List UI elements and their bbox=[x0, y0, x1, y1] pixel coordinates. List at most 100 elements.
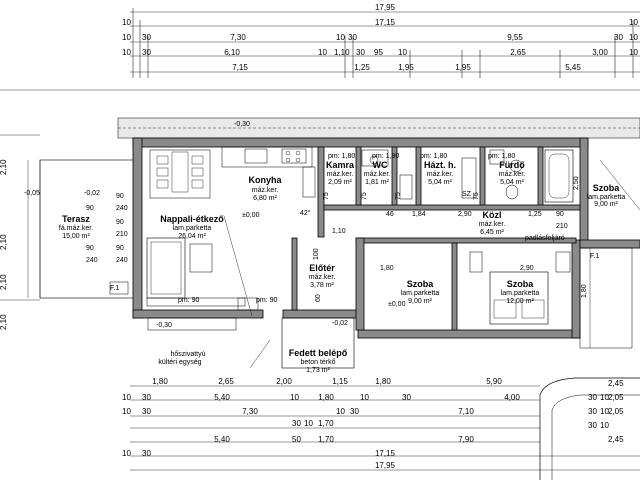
room-name: Nappali-étkező bbox=[160, 214, 224, 224]
dim-text: 2,10 bbox=[0, 274, 8, 290]
room-area: 2,09 m² bbox=[328, 179, 352, 186]
dim-text: 4,00 bbox=[504, 393, 520, 402]
dim-total-top: 17,95 bbox=[375, 3, 396, 12]
room-name: WC bbox=[373, 160, 388, 170]
dim-text: 1,80 bbox=[380, 265, 394, 272]
dim-text: 10 bbox=[290, 393, 299, 402]
dim-text: 1,15 bbox=[332, 377, 348, 386]
dim-text: 210 bbox=[556, 223, 568, 230]
annotations: ±0,00 -0,05 -0,02 ±0,00 -0,30 -0,30 -0,0… bbox=[24, 121, 599, 366]
dim-text: 10 bbox=[122, 407, 131, 416]
dim-text: 7,15 bbox=[232, 63, 248, 72]
entry-area bbox=[147, 159, 640, 369]
dim-text: 2,10 bbox=[0, 159, 8, 175]
dim-text: 30 bbox=[350, 407, 359, 416]
dim-text: 3,00 bbox=[592, 48, 608, 57]
dim-text: 30 bbox=[142, 48, 151, 57]
dim-text: 90 bbox=[86, 245, 94, 252]
dim-text: 10 bbox=[629, 18, 638, 27]
dim-text: 7,30 bbox=[230, 33, 246, 42]
dim-text: 2,90 bbox=[458, 211, 472, 218]
section-mark: F.1 bbox=[110, 285, 119, 292]
dim-text: 10 bbox=[122, 393, 131, 402]
level-mark: -0,05 bbox=[24, 190, 40, 197]
dim-text: 5,40 bbox=[214, 393, 230, 402]
dim-text: 75 bbox=[361, 192, 368, 200]
room-name: Fürdő bbox=[499, 160, 525, 170]
room-area: 6,80 m² bbox=[253, 195, 277, 202]
dim-text: 5,40 bbox=[214, 435, 230, 444]
dim-text: 90 bbox=[116, 219, 124, 226]
dim-text: 90 bbox=[86, 205, 94, 212]
dim-text: 10 bbox=[318, 48, 327, 57]
room-name: Közl bbox=[483, 210, 502, 220]
room-floor: lam.parketta bbox=[401, 290, 440, 297]
room-floor: beton térkő bbox=[300, 359, 335, 366]
dim-text: 1,25 bbox=[528, 211, 542, 218]
dim-text: 10 bbox=[600, 421, 609, 430]
room-floor: máz.ker. bbox=[479, 221, 506, 228]
room-name: Konyha bbox=[248, 175, 282, 185]
dim-text: 46 bbox=[386, 211, 394, 218]
dim-text: 10 bbox=[336, 407, 345, 416]
room-floor: lam.parketta bbox=[587, 194, 626, 201]
dim-text: 50 bbox=[292, 435, 301, 444]
dim-text: 1,10 bbox=[332, 228, 346, 235]
dim-text: 30 bbox=[348, 33, 357, 42]
dim-text: 1,95 bbox=[398, 63, 414, 72]
room-area: 5,04 m² bbox=[428, 179, 452, 186]
dim-text: 30 bbox=[588, 407, 597, 416]
level-mark: -0,02 bbox=[332, 320, 348, 327]
sanitary-fixtures bbox=[361, 149, 574, 203]
terrace bbox=[0, 134, 139, 301]
dim-text: 2,05 bbox=[608, 407, 624, 416]
dim-text: 60 bbox=[315, 294, 322, 302]
dim-text: 30 bbox=[402, 393, 411, 402]
dim-text: 2,05 bbox=[608, 393, 624, 402]
room-area: 1,81 m² bbox=[365, 179, 389, 186]
dim-text: 10 bbox=[336, 33, 345, 42]
dim-text: 75 bbox=[323, 192, 330, 200]
dim-text: 2,45 bbox=[608, 379, 624, 388]
dim-text: 95 bbox=[374, 48, 383, 57]
room-floor: máz.ker. bbox=[327, 171, 354, 178]
dim-text: 210 bbox=[116, 231, 128, 238]
room-area: 6,45 m² bbox=[480, 229, 504, 236]
top-dimension-texts: 17,95 10 17,15 10 10 30 7,30 10 30 9,55 … bbox=[122, 3, 638, 72]
dim-text: 30 bbox=[614, 33, 623, 42]
dim-text: 90 bbox=[116, 245, 124, 252]
level-mark: -0,30 bbox=[156, 322, 172, 329]
dim-total-bottom: 17,95 bbox=[375, 461, 396, 470]
room-name: Előtér bbox=[309, 263, 335, 273]
kitchen-fixtures bbox=[149, 146, 316, 199]
dim-text: 2,50 bbox=[573, 176, 580, 190]
dim-text: 9,55 bbox=[507, 33, 523, 42]
eaves-outline bbox=[117, 117, 640, 139]
bottom-dimension-lines bbox=[130, 385, 640, 471]
dim-text: 30 bbox=[142, 393, 151, 402]
heat-pump-label: kültéri egység bbox=[158, 359, 201, 366]
room-name: Szoba bbox=[593, 183, 620, 193]
dim-text: 1,80 bbox=[318, 393, 334, 402]
dim-text: 1,70 bbox=[318, 419, 334, 428]
room-name: Szoba bbox=[407, 279, 434, 289]
dim-text: 10 bbox=[360, 393, 369, 402]
dim-text: 2,10 bbox=[0, 234, 8, 250]
dim-text: 2,10 bbox=[0, 314, 8, 330]
room-labels: Konyha máz.ker. 6,80 m² Kamra máz.ker. 2… bbox=[59, 160, 625, 374]
dim-text: 30 bbox=[588, 393, 597, 402]
living-room-furniture bbox=[146, 215, 259, 317]
dim-text: 10 bbox=[629, 48, 638, 57]
room-floor: máz.ker. bbox=[252, 187, 279, 194]
level-mark: ±0,00 bbox=[388, 301, 406, 308]
dim-text: 1,95 bbox=[455, 63, 471, 72]
dim-text: 30 bbox=[356, 48, 365, 57]
dim-text: 10 bbox=[600, 393, 609, 402]
dim-text: 2,00 bbox=[276, 377, 292, 386]
dim-text: 1,70 bbox=[318, 435, 334, 444]
car-outline bbox=[539, 377, 640, 480]
level-mark: ±0,00 bbox=[242, 212, 260, 219]
dim-text: 1,84 bbox=[412, 211, 426, 218]
room-area: 1,73 m² bbox=[306, 367, 330, 374]
